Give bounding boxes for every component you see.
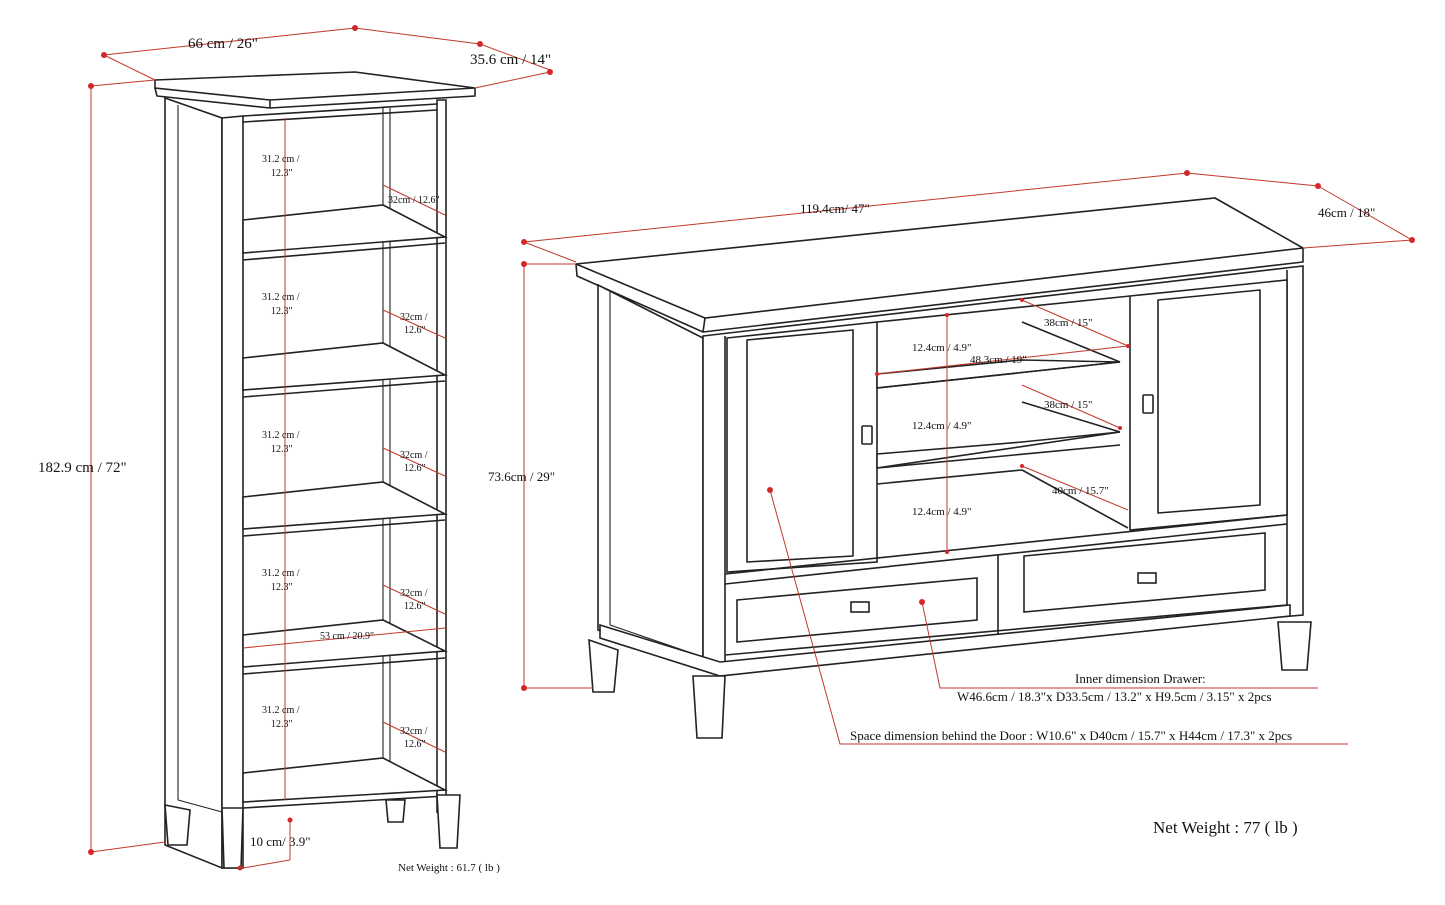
bookcase-shelf-depth-2b: 12.6" [404, 325, 426, 336]
tv-stand-shelf-gap-2: 12.4cm / 4.9" [912, 420, 972, 432]
tv-stand-shelf-depth-1: 38cm / 15" [1044, 317, 1093, 329]
bookcase-inner-width-label: 53 cm / 20.9" [320, 631, 374, 642]
bookcase-shelf-depth-5b: 12.6" [404, 739, 426, 750]
drawer-dimension-values: W46.6cm / 18.3"x D33.5cm / 13.2" x H9.5c… [957, 689, 1272, 704]
tv-stand-shelf-gap-3: 12.4cm / 4.9" [912, 506, 972, 518]
tv-stand-side-panel [597, 283, 704, 669]
bookcase-shelf-depth-2a: 32cm / [400, 312, 428, 323]
tv-stand-dimension-dots [521, 170, 1415, 691]
bookcase-shelf-depth-3b: 12.6" [404, 463, 426, 474]
tv-stand-height-label: 73.6cm / 29" [488, 469, 555, 484]
tv-stand-depth-label: 46cm / 18" [1318, 205, 1375, 220]
bookcase-dimension-lines [90, 27, 551, 869]
tv-stand-shelf-gap-1: 12.4cm / 4.9" [912, 342, 972, 354]
bookcase-shelf-gap-1a: 31.2 cm / [262, 154, 300, 165]
bookcase-leg-back-right [385, 799, 406, 823]
bookcase-shelves [242, 204, 448, 809]
tv-stand-width-label: 119.4cm/ 47" [800, 201, 870, 216]
tv-stand-shelf-depth-2: 38cm / 15" [1044, 399, 1093, 411]
bookcase-shelf-gap-3b: 12.3" [271, 444, 293, 455]
bookcase-shelf-depth-4b: 12.6" [404, 601, 426, 612]
bookcase-width-label: 66 cm / 26" [188, 36, 258, 52]
tv-stand-left-door [726, 321, 878, 573]
tv-stand-open-shelves [876, 295, 1131, 529]
bookcase-shelf-depth-5a: 32cm / [400, 726, 428, 737]
bookcase-top [154, 71, 476, 101]
bookcase-shelf-gap-5b: 12.3" [271, 719, 293, 730]
tv-stand-bottom-depth-label: 40cm / 15.7" [1052, 485, 1109, 497]
left-drawer-pull [850, 601, 870, 613]
bookcase-shelf-depth-4a: 32cm / [400, 588, 428, 599]
bookcase-depth-label: 35.6 cm / 14" [470, 52, 551, 68]
tv-stand-leg-front-right [1277, 621, 1312, 671]
bookcase-shelf-gap-4a: 31.2 cm / [262, 568, 300, 579]
bookcase-front-right-stile [436, 99, 447, 813]
left-door-handle [861, 425, 873, 445]
tv-stand-leg-front-left [692, 675, 726, 739]
bookcase-shelf-depth-top: 32cm / 12.6" [388, 195, 440, 206]
bookcase-leg-front-left [221, 807, 244, 869]
tv-stand-drawing: 119.4cm/ 47" 46cm / 18" 73.6cm / 29" 12.… [488, 170, 1415, 837]
bookcase-net-weight: Net Weight : 61.7 ( lb ) [398, 862, 500, 874]
bookcase-dimension-dots [88, 25, 553, 871]
drawer-dimension-title: Inner dimension Drawer: [1075, 671, 1206, 686]
bookcase-shelf-gap-2a: 31.2 cm / [262, 292, 300, 303]
tv-stand-right-drawer [1023, 532, 1266, 613]
tv-stand-right-door [1129, 279, 1288, 531]
tv-stand-left-drawer [736, 577, 978, 643]
bookcase-drawing: 66 cm / 26" 35.6 cm / 14" 182.9 cm / 72"… [38, 25, 553, 874]
bookcase-leg-front-right [436, 794, 461, 849]
bookcase-shelf-gap-4b: 12.3" [271, 582, 293, 593]
right-door-handle [1142, 394, 1154, 414]
bookcase-shelf-depth-3a: 32cm / [400, 450, 428, 461]
tv-stand-net-weight: Net Weight : 77 ( lb ) [1153, 818, 1298, 837]
tv-stand-dimension-lines [523, 172, 1413, 745]
door-space-dimension: Space dimension behind the Door : W10.6"… [850, 728, 1292, 743]
bookcase-shelf-gap-5a: 31.2 cm / [262, 705, 300, 716]
bookcase-base-height-label: 10 cm/ 3.9" [250, 834, 311, 849]
tv-stand-leg-back-left [588, 638, 619, 693]
bookcase-front-left-stile [221, 115, 244, 869]
bookcase-shelf-gap-2b: 12.3" [271, 306, 293, 317]
bookcase-left-side [164, 96, 223, 870]
tv-stand-inner-width-label: 48.3cm / 19" [970, 354, 1027, 366]
bookcase-shelf-gap-3a: 31.2 cm / [262, 430, 300, 441]
bookcase-leg-back-left [164, 804, 191, 846]
bookcase-shelf-gap-1b: 12.3" [271, 168, 293, 179]
right-drawer-pull [1137, 572, 1157, 584]
bookcase-height-label: 182.9 cm / 72" [38, 460, 127, 476]
